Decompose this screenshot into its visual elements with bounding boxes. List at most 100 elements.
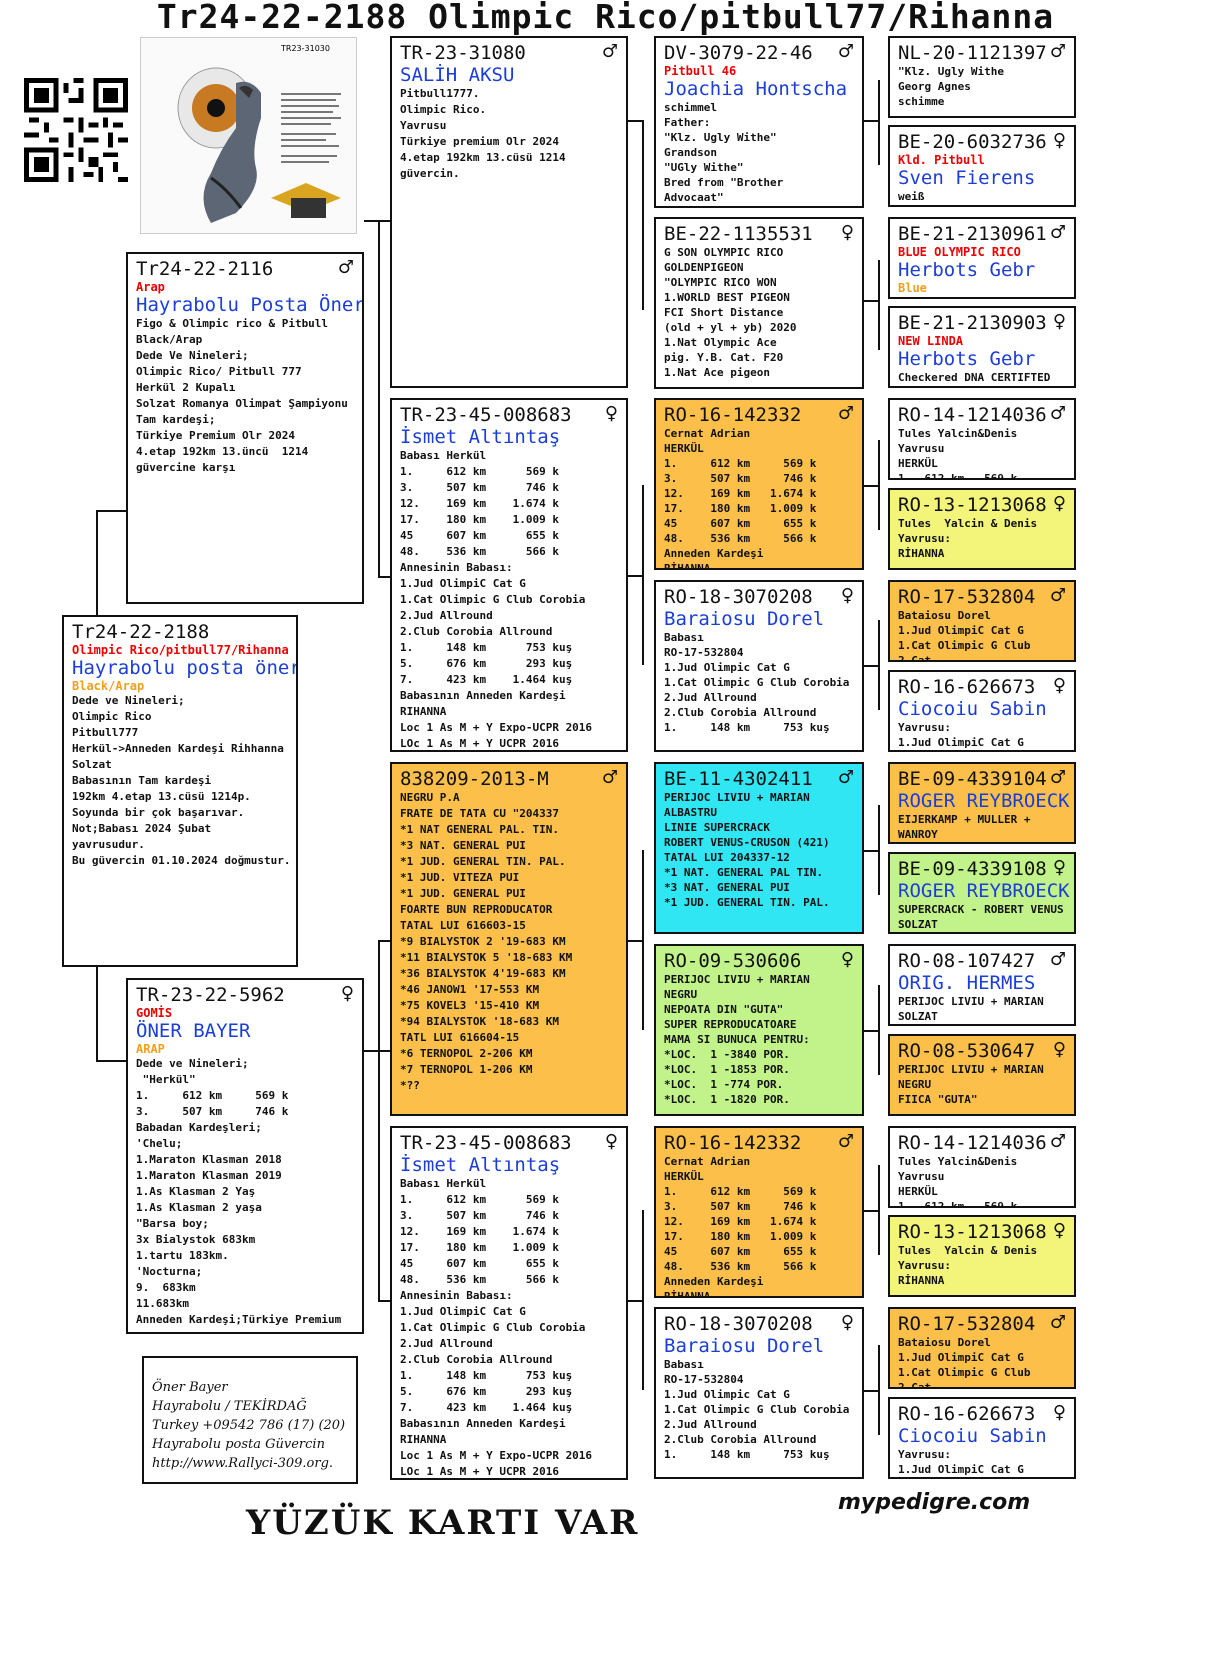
info-line: RIHANNA xyxy=(400,1433,447,1446)
info-line: 1. 148 km 753 kuş xyxy=(400,1369,573,1382)
breeder-name: ORIG. HERMES xyxy=(898,972,1036,994)
info-line: 1.Cat Olimpic G Club Corobia xyxy=(400,593,586,606)
info-line: Babasının Anneden Kardeşi xyxy=(400,1417,566,1430)
info-line: Annesinin Babası: xyxy=(400,561,513,574)
pigeon-photo: TR23-31030 xyxy=(140,37,357,234)
info-line: 1. 612 km 569 k xyxy=(898,1200,1018,1208)
info-line: *6 TERNOPOL 2-206 KM xyxy=(400,1047,533,1060)
female-icon: ♀ xyxy=(840,1312,854,1333)
connector-line xyxy=(628,120,642,122)
female-icon: ♀ xyxy=(1052,857,1066,878)
connector-line xyxy=(628,1300,642,1302)
info-line: 2.Club Corobia Allround xyxy=(664,1433,817,1446)
info-line: 2.Jud Allround xyxy=(400,1337,493,1350)
info-line: 1. 148 km 753 kuş xyxy=(400,641,573,654)
ring-card-note: YÜZÜK KARTI VAR xyxy=(246,1503,640,1543)
info-line: PERIJOC LIVIU + MARIAN xyxy=(898,995,1044,1008)
info-line: Babasının Tam kardeşi xyxy=(72,774,212,787)
info-line: FRATE DE TATA CU "204337 xyxy=(400,807,559,820)
female-icon: ♀ xyxy=(1052,1039,1066,1060)
pigeon-icon: TR23-31030 xyxy=(177,44,341,223)
info-line: FCI Short Distance xyxy=(664,306,784,319)
ring-number: RO-08-107427 xyxy=(898,950,1036,972)
info-line: LOc 1 As M + Y UCPR 2016 xyxy=(400,737,559,750)
male-icon: ♂ xyxy=(1049,403,1066,424)
connector-line xyxy=(864,1030,878,1032)
connector-line xyxy=(96,1060,126,1062)
connector-line xyxy=(642,850,644,1030)
info-line: 4.etap 192km 13.üncü 1214 xyxy=(136,445,309,458)
female-icon: ♀ xyxy=(1052,311,1066,332)
info-line: TATAL LUI 616603-15 xyxy=(400,919,526,932)
male-icon: ♂ xyxy=(837,41,854,62)
info-line: 3. 507 km 746 k xyxy=(136,1105,289,1118)
male-icon: ♂ xyxy=(1049,1131,1066,1152)
info-line: Advocaat" xyxy=(664,191,724,204)
connector-line xyxy=(864,665,878,667)
connector-line xyxy=(378,940,390,942)
ring-number: TR-23-45-008683 xyxy=(400,404,572,426)
info-line: Annesinin Babası: xyxy=(400,1289,513,1302)
contact-line: Öner Bayer xyxy=(152,1380,228,1395)
info-line: *94 BIALYSTOK '18-683 KM xyxy=(400,1015,559,1028)
info-line: RİHANNA xyxy=(898,1274,945,1287)
breeder-name: Herbots Gebr xyxy=(898,348,1036,370)
info-line: WANROY xyxy=(898,828,938,841)
info-line: (old + yl + yb) 2020 xyxy=(664,321,797,334)
info-line: G SON OLYMPIC RICO xyxy=(664,246,784,259)
qr-code-icon xyxy=(24,78,128,182)
info-line: 3. 507 km 746 k xyxy=(664,1200,817,1213)
info-line: 1.Maraton Klasman 2019 xyxy=(136,1169,282,1182)
info-line: Dede ve Nineleri; xyxy=(136,1057,249,1070)
info-line: 1.As Klasman 2 yaşa xyxy=(136,1201,262,1214)
info-line: Olimpic Rico. xyxy=(400,103,487,116)
info-line: *LOC. 1 -3840 POR. xyxy=(664,1048,790,1061)
info-line: 1.Jud OlimpiC Cat G xyxy=(898,624,1024,637)
info-line: 1. 612 km 569 k xyxy=(400,465,559,478)
info-line: 5. 676 km 293 kuş xyxy=(400,657,573,670)
info-line: 1. 612 km 569 k xyxy=(664,457,817,470)
connector-line xyxy=(864,1390,878,1392)
info-line: 2.Jud Allround xyxy=(664,691,757,704)
breeder-name: Ciocoiu Sabin xyxy=(898,1425,1047,1447)
info-line: FIICA "GUTA" xyxy=(898,1093,978,1106)
pigeon-card-ring: TR23-31030 xyxy=(280,44,330,53)
info-line: RIHANNA xyxy=(400,705,447,718)
connector-line xyxy=(878,1345,880,1435)
info-line: 'Nocturna; xyxy=(136,1265,203,1278)
info-line: Tam kardeşi; xyxy=(136,413,216,426)
info-line: Solzat Romanya Olimpat Şampiyonu xyxy=(136,397,348,410)
info-line: Georg Agnes xyxy=(898,80,971,93)
info-line: 2.Jud Allround xyxy=(664,1418,757,1431)
info-line: 'Chelu; xyxy=(136,1137,183,1150)
info-line: güvercine karşı xyxy=(136,461,236,474)
ring-number: RO-18-3070208 xyxy=(664,1313,813,1335)
connector-line xyxy=(364,1050,390,1052)
male-icon: ♂ xyxy=(601,767,618,788)
info-line: 1.Jud OlimpiC Cat G xyxy=(898,736,1024,749)
breeder-name: İsmet Altıntaş xyxy=(400,1154,561,1176)
info-line: HERKÜL xyxy=(664,442,704,455)
info-line: 1.Jud OlimpiC Cat G xyxy=(898,1351,1024,1364)
pigeon-nickname: GOMİS xyxy=(136,1006,173,1020)
site-brand[interactable]: mypedigre.com xyxy=(838,1490,1031,1515)
ring-number: RO-18-3070208 xyxy=(664,586,813,608)
info-line: 12. 169 km 1.674 k xyxy=(400,1225,559,1238)
male-icon: ♂ xyxy=(337,257,354,278)
info-line: Loc 1 As M + Y Expo-UCPR 2016 xyxy=(400,721,593,734)
female-icon: ♀ xyxy=(604,403,618,424)
info-line: *3 NAT. GENERAL PUI xyxy=(664,881,790,894)
info-line: 48. 536 km 566 k xyxy=(400,1273,559,1286)
male-icon: ♂ xyxy=(1049,585,1066,606)
info-line: LINIE SUPERCRACK xyxy=(664,821,770,834)
pigeon-nickname: Olimpic Rico/pitbull77/Rihanna xyxy=(72,643,289,657)
breeder-name: Baraiosu Dorel xyxy=(664,608,825,630)
contact-link[interactable]: http://www.Rallyci-309.org. xyxy=(152,1456,334,1471)
info-line: 45 607 km 655 k xyxy=(664,517,817,530)
